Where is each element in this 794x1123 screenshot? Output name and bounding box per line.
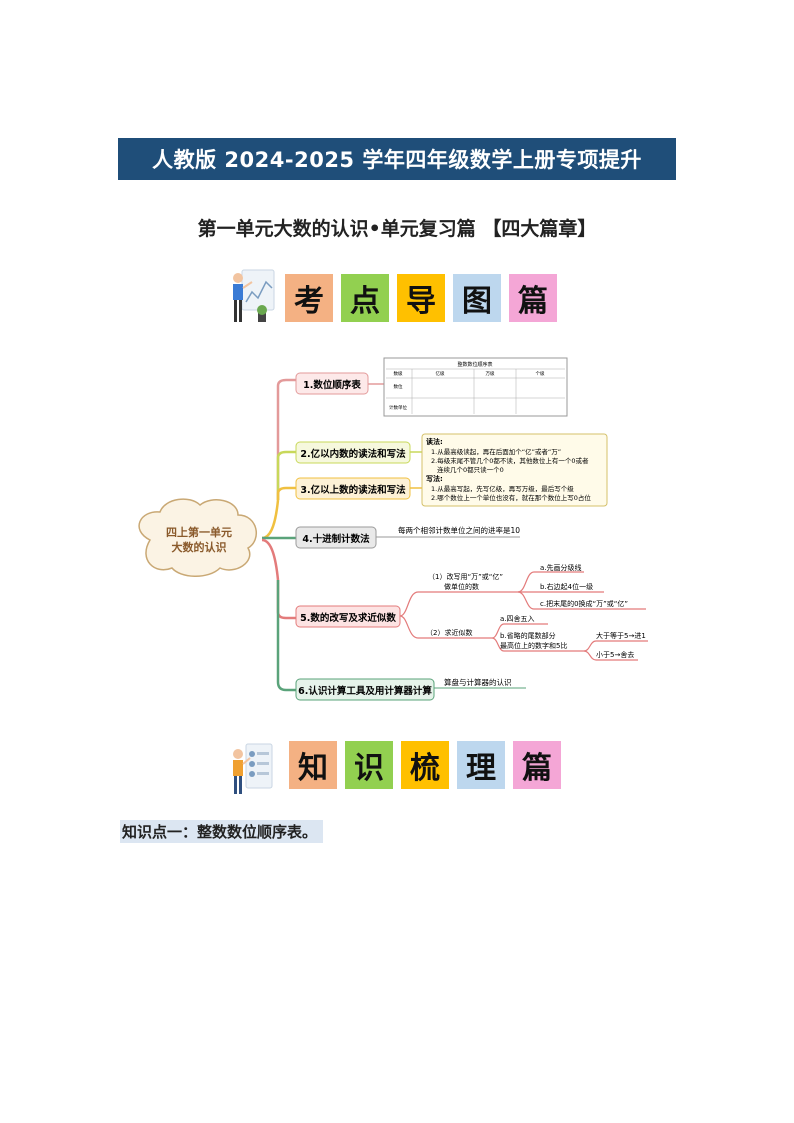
svg-text:（2）求近似数: （2）求近似数 [426, 628, 472, 637]
section-tiles-zhishi: 知 识 梳 理 篇 [289, 741, 561, 789]
svg-text:连续几个0都只读一个0: 连续几个0都只读一个0 [437, 465, 504, 474]
svg-text:大于等于5→进1: 大于等于5→进1 [596, 631, 646, 640]
svg-text:1.从最高写起，先写亿级，再写万级，最后写个级: 1.从最高写起，先写亿级，再写万级，最后写个级 [431, 484, 574, 493]
section-tiles-kaodian: 考 点 导 图 篇 [285, 274, 557, 322]
svg-text:2.每级末尾不管几个0都不读，其他数位上有一个0或者: 2.每级末尾不管几个0都不读，其他数位上有一个0或者 [431, 456, 589, 465]
center-label-2: 大数的认识 [172, 540, 227, 554]
svg-text:1.数位顺序表: 1.数位顺序表 [303, 379, 361, 391]
svg-text:计数单位: 计数单位 [389, 404, 407, 411]
tile-2: 点 [341, 274, 389, 322]
svg-text:6.认识计算工具及用计算器计算: 6.认识计算工具及用计算器计算 [298, 685, 432, 697]
title-banner: 人教版 2024-2025 学年四年级数学上册专项提升 [118, 138, 676, 180]
branch-4: 4.十进制计数法 [295, 526, 377, 549]
svg-text:b.右边起4位一级: b.右边起4位一级 [540, 582, 593, 591]
tile-4: 图 [453, 274, 501, 322]
svg-text:a.先画分级线: a.先画分级线 [540, 563, 582, 572]
svg-text:个级: 个级 [536, 370, 545, 377]
svg-text:1.从最高级读起，再在后面加个“亿”或者“万”: 1.从最高级读起，再在后面加个“亿”或者“万” [431, 447, 561, 456]
reading-writing-box: 读法: 1.从最高级读起，再在后面加个“亿”或者“万” 2.每级末尾不管几个0都… [421, 433, 608, 507]
svg-text:每两个相邻计数单位之间的进率是10: 每两个相邻计数单位之间的进率是10 [398, 525, 520, 535]
branch-3: 3.亿以上数的读法和写法 [295, 477, 411, 500]
svg-text:数位: 数位 [394, 383, 403, 390]
svg-text:最高位上的数字和5比: 最高位上的数字和5比 [500, 641, 567, 650]
tile-3: 导 [397, 274, 445, 322]
branch-6: 6.认识计算工具及用计算器计算 [295, 678, 435, 701]
branch-2: 2.亿以内数的读法和写法 [295, 441, 411, 464]
branch-5: 5.数的改写及求近似数 [295, 605, 401, 628]
svg-text:亿级: 亿级 [436, 370, 445, 377]
place-value-table: 整数数位顺序表 数级 亿级 万级 个级 数位 计数单位 [368, 357, 568, 417]
svg-text:c.把末尾的0换成“万”或“亿”: c.把末尾的0换成“万”或“亿” [540, 599, 628, 608]
rewrite-details: （1）改写用“万”或“亿” 做单位的数 a.先画分级线 b.右边起4位一级 c.… [426, 563, 646, 659]
branch-1: 1.数位顺序表 [295, 372, 369, 395]
svg-text:b.省略的尾数部分: b.省略的尾数部分 [500, 631, 556, 640]
svg-text:整数数位顺序表: 整数数位顺序表 [457, 361, 492, 368]
tile-2: 识 [345, 741, 393, 789]
decimal-note: 每两个相邻计数单位之间的进率是10 [376, 525, 520, 538]
subtitle: 第一单元大数的认识•单元复习篇 【四大篇章】 [197, 218, 597, 240]
svg-text:2.亿以内数的读法和写法: 2.亿以内数的读法和写法 [300, 448, 406, 460]
tile-1: 知 [289, 741, 337, 789]
svg-text:4.十进制计数法: 4.十进制计数法 [302, 533, 370, 545]
svg-text:算盘与计算器的认识: 算盘与计算器的认识 [444, 677, 512, 687]
svg-text:万级: 万级 [486, 370, 495, 377]
svg-text:（1）改写用“万”或“亿”: （1）改写用“万”或“亿” [428, 572, 503, 581]
tile-1: 考 [285, 274, 333, 322]
svg-text:3.亿以上数的读法和写法: 3.亿以上数的读法和写法 [300, 484, 406, 496]
tile-3: 梳 [401, 741, 449, 789]
svg-text:2.哪个数位上一个单位也没有，就在那个数位上写0占位: 2.哪个数位上一个单位也没有，就在那个数位上写0占位 [431, 493, 591, 502]
tile-5: 篇 [509, 274, 557, 322]
svg-text:写法:: 写法: [426, 474, 443, 483]
center-node: 四上第一单元 大数的认识 [138, 498, 258, 577]
tile-5: 篇 [513, 741, 561, 789]
svg-text:数级: 数级 [394, 370, 403, 377]
svg-text:5.数的改写及求近似数: 5.数的改写及求近似数 [300, 612, 396, 624]
knowledge-point-heading: 知识点一：整数数位顺序表。 [120, 820, 324, 843]
center-label-1: 四上第一单元 [166, 525, 232, 539]
teacher-illustration [233, 743, 273, 794]
tile-4: 理 [457, 741, 505, 789]
presenter-illustration [233, 269, 275, 322]
svg-text:a.四舍五入: a.四舍五入 [500, 614, 535, 623]
calc-note: 算盘与计算器的认识 [434, 677, 526, 689]
svg-text:做单位的数: 做单位的数 [444, 582, 479, 591]
svg-text:读法:: 读法: [426, 437, 443, 446]
svg-text:小于5→舍去: 小于5→舍去 [596, 650, 634, 659]
